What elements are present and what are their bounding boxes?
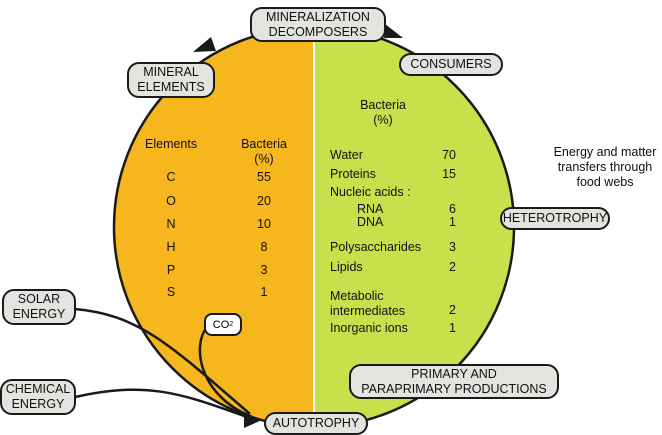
element-value: 20: [257, 194, 271, 208]
mineral-elements-label: MINERAL ELEMENTS: [127, 62, 215, 98]
energy-matter-note: Energy and matter transfers through food…: [548, 145, 662, 190]
element-symbol: N: [166, 217, 176, 231]
intermediates-text: intermediates: [330, 304, 406, 318]
element-value: 55: [257, 170, 271, 184]
right-percent-text: (%): [373, 113, 393, 127]
nucleic-acids-heading: Nucleic acids :: [330, 185, 411, 199]
mineralization-decomposers-label: MINERALIZATION DECOMPOSERS: [250, 7, 386, 42]
component-value: 15: [442, 167, 456, 181]
right-half: [314, 27, 514, 427]
left-half: [114, 27, 314, 427]
component-value: 70: [442, 148, 456, 162]
component-value: 6: [449, 202, 456, 216]
left-percent-text: (%): [254, 152, 274, 166]
mineralization-text: MINERALIZATION: [266, 9, 370, 24]
element-value: 3: [260, 263, 268, 277]
co2-base-text: CO: [212, 318, 230, 331]
arrowhead-top-right: [384, 24, 403, 38]
left-bacteria-header: Bacteria (%): [238, 137, 290, 167]
note-line-1: Energy and matter: [553, 145, 657, 159]
primary-text: PRIMARY AND: [411, 366, 497, 381]
component-name: Metabolic intermediates: [330, 289, 405, 319]
component-value: 2: [449, 260, 456, 274]
consumers-text: CONSUMERS: [410, 57, 492, 71]
left-bacteria-text: Bacteria: [241, 137, 287, 151]
solar-text: SOLAR: [17, 292, 61, 306]
solar-energy-text: ENERGY: [12, 307, 66, 321]
solar-energy-label: SOLAR ENERGY: [2, 289, 76, 325]
element-symbol: P: [166, 263, 176, 277]
component-name: RNA: [357, 202, 384, 216]
component-value: 1: [449, 215, 456, 229]
element-value: 8: [260, 240, 268, 254]
co2-arrow: [198, 326, 253, 419]
right-bacteria-text: Bacteria: [360, 98, 406, 112]
element-symbol: O: [166, 194, 176, 208]
note-line-2: transfers through: [557, 160, 653, 174]
heterotrophy-label: HETEROTROPHY: [500, 207, 610, 230]
component-name: Polysaccharides: [330, 240, 422, 254]
element-symbol: H: [166, 240, 176, 254]
component-name: Lipids: [330, 260, 363, 274]
chemical-energy-arrow: [74, 388, 251, 420]
component-value: 2: [449, 303, 456, 317]
heterotrophy-text: HETEROTROPHY: [502, 211, 608, 225]
arrowhead-top-left: [193, 37, 216, 52]
component-name: Inorganic ions: [330, 321, 408, 335]
component-name: Proteins: [330, 167, 376, 181]
mineral-text: MINERAL: [143, 65, 199, 79]
autotrophy-label: AUTOTROPHY: [264, 412, 368, 435]
chemical-text: CHEMICAL: [5, 382, 71, 396]
component-value: 1: [449, 321, 456, 335]
right-bacteria-header: Bacteria (%): [353, 98, 413, 128]
solar-energy-arrow: [74, 307, 251, 415]
element-value: 1: [260, 285, 268, 299]
paraprimary-text: PARAPRIMARY PRODUCTIONS: [361, 381, 547, 396]
co2-subscript: 2: [229, 321, 234, 328]
component-name: DNA: [357, 215, 384, 229]
decomposers-text: DECOMPOSERS: [268, 24, 368, 39]
primary-productions-label: PRIMARY AND PARAPRIMARY PRODUCTIONS: [349, 364, 559, 399]
chemical-energy-text: ENERGY: [11, 397, 65, 411]
component-value: 3: [449, 240, 456, 254]
autotrophy-text: AUTOTROPHY: [272, 416, 360, 430]
consumers-label: CONSUMERS: [399, 53, 503, 76]
elements-text: ELEMENTS: [137, 80, 205, 94]
component-name: Water: [330, 148, 363, 162]
element-symbol: S: [166, 285, 176, 299]
element-value: 10: [257, 217, 271, 231]
chemical-energy-label: CHEMICAL ENERGY: [0, 379, 76, 415]
note-line-3: food webs: [576, 175, 634, 189]
element-symbol: C: [166, 170, 176, 184]
metabolic-text: Metabolic: [330, 289, 384, 303]
elements-header: Elements: [145, 137, 198, 151]
